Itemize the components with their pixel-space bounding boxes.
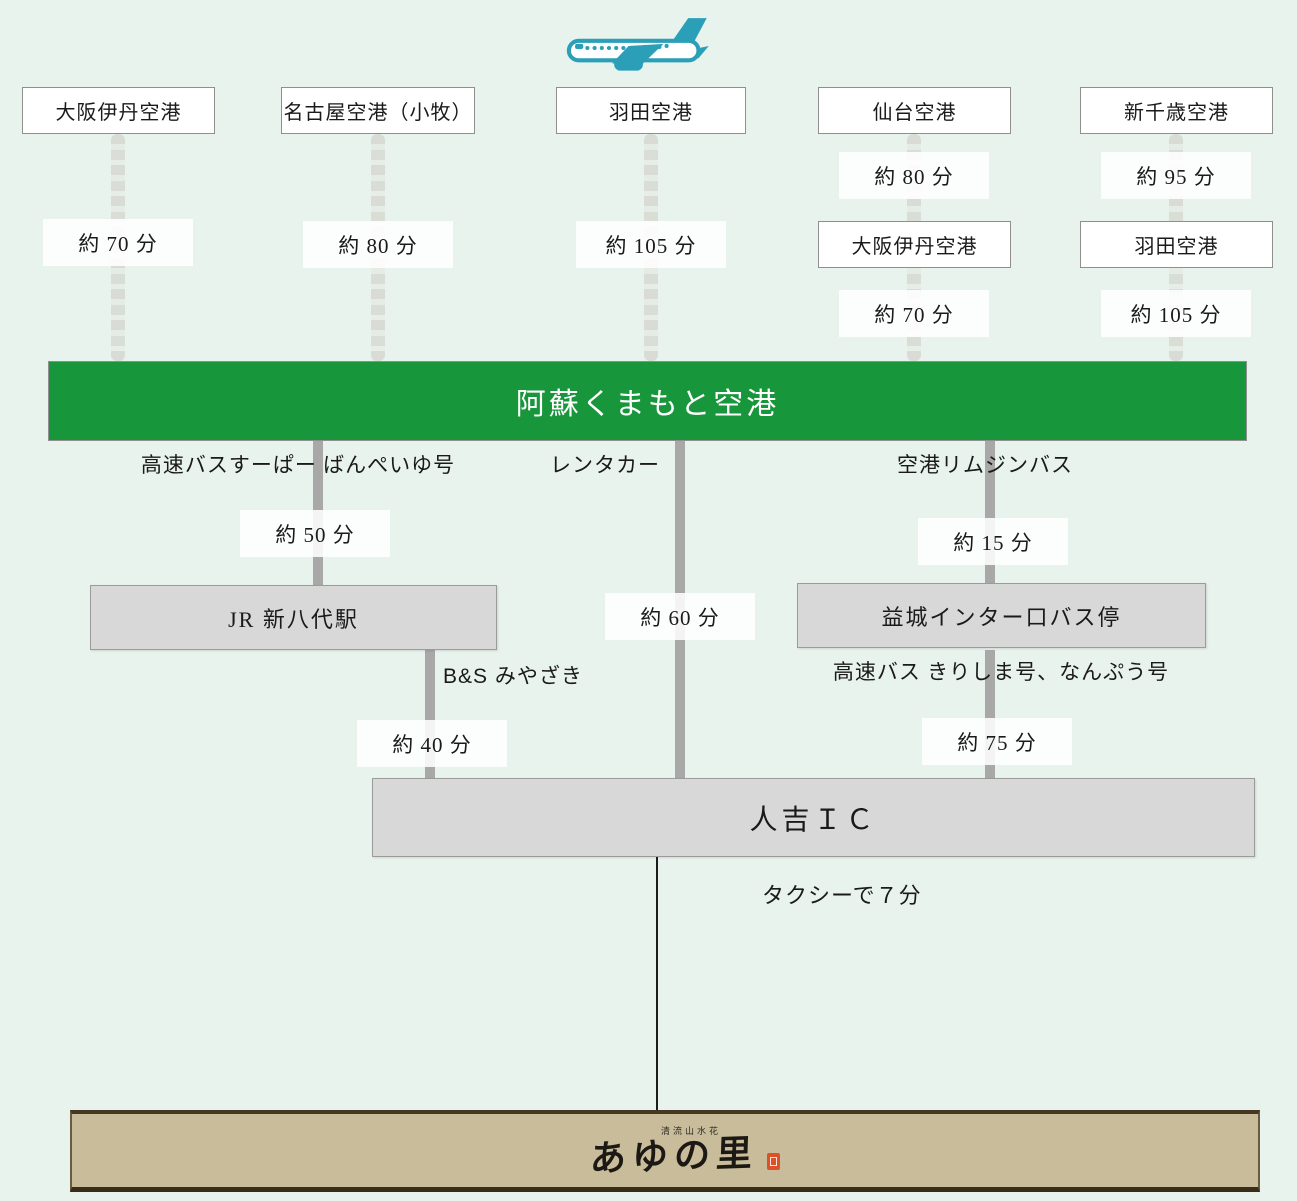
- airport-box-sendai: 仙台空港: [818, 87, 1011, 134]
- time-label: 約 105 分: [605, 233, 697, 258]
- time-label: 約 80 分: [338, 233, 418, 258]
- time-label: 約 70 分: [874, 302, 954, 327]
- route-label-banpeiyu: 高速バスすーぱー ばんぺいゆ号: [140, 449, 456, 479]
- route-name: 空港リムジンバス: [897, 453, 1073, 477]
- flight-time-nagoya: 約 80 分: [303, 221, 453, 268]
- leg-name: B&S みやざき: [443, 665, 583, 688]
- hub-airport-label: 阿蘇くまもと空港: [515, 388, 780, 421]
- airport-box-nagoya: 名古屋空港（小牧）: [281, 87, 475, 134]
- time-bus-banpeiyu: 約 50 分: [240, 510, 390, 557]
- airport-label: 名古屋空港（小牧）: [283, 102, 473, 124]
- leg-label-bs-miyazaki: B&S みやざき: [443, 660, 583, 690]
- flight-time-chitose-leg1: 約 95 分: [1101, 152, 1251, 199]
- airport-label: 羽田空港: [1134, 236, 1219, 258]
- airplane-icon: [560, 12, 730, 84]
- time-kirishima: 約 75 分: [922, 718, 1072, 765]
- time-label: 約 95 分: [1136, 164, 1216, 189]
- taxi-label: タクシーで７分: [762, 878, 922, 910]
- time-bs-miyazaki: 約 40 分: [357, 720, 507, 767]
- time-limousine: 約 15 分: [918, 518, 1068, 565]
- time-label: 約 75 分: [957, 730, 1037, 755]
- hub-airport-banner: 阿蘇くまもと空港: [48, 361, 1247, 441]
- airport-label: 仙台空港: [872, 102, 957, 124]
- destination-banner: 清流山水花 あゆの里: [70, 1110, 1260, 1192]
- stop-box-mashiki-inter: 益城インター口バス停: [797, 583, 1206, 648]
- airport-box-chitose: 新千歳空港: [1080, 87, 1273, 134]
- ryokan-tagline: 清流山水花: [660, 1126, 721, 1136]
- flight-time-sendai-leg2: 約 70 分: [839, 290, 989, 337]
- route-name: レンタカー: [550, 454, 660, 477]
- hanko-seal-icon: [766, 1153, 780, 1170]
- flight-time-haneda: 約 105 分: [576, 221, 726, 268]
- ryokan-name: あゆの里: [589, 1132, 760, 1180]
- time-label: 約 105 分: [1130, 302, 1222, 327]
- stop-box-shin-yatsushiro: JR 新八代駅: [90, 585, 497, 650]
- connector-line-kirishima: [985, 650, 995, 778]
- time-label: 約 50 分: [275, 522, 355, 547]
- time-rentacar: 約 60 分: [605, 593, 755, 640]
- airport-label: 新千歳空港: [1124, 102, 1229, 124]
- airport-label: 羽田空港: [609, 102, 693, 124]
- hitoyoshi-ic-box: 人吉ＩＣ: [372, 778, 1255, 857]
- route-label-limousine: 空港リムジンバス: [890, 449, 1080, 479]
- airport-label: 大阪伊丹空港: [851, 236, 978, 258]
- stop-label: 益城インター口バス停: [881, 604, 1122, 630]
- flight-time-sendai-leg1: 約 80 分: [839, 152, 989, 199]
- ic-label: 人吉ＩＣ: [749, 804, 878, 836]
- leg-label-kirishima: 高速バス きりしま号、なんぷう号: [790, 656, 1212, 686]
- connector-line-limousine: [985, 441, 995, 583]
- airport-box-haneda: 羽田空港: [556, 87, 746, 134]
- via-airport-box-haneda: 羽田空港: [1080, 221, 1273, 268]
- time-label: 約 60 分: [640, 605, 720, 630]
- time-label: 約 40 分: [392, 732, 472, 757]
- time-label: 約 15 分: [953, 530, 1033, 555]
- time-label: 約 80 分: [874, 164, 954, 189]
- airport-box-itami: 大阪伊丹空港: [22, 87, 215, 134]
- route-label-rentacar: レンタカー: [545, 449, 665, 479]
- leg-name: タクシーで７分: [762, 883, 922, 908]
- via-airport-box-itami: 大阪伊丹空港: [818, 221, 1011, 268]
- flight-time-itami: 約 70 分: [43, 219, 193, 266]
- connector-line-bs-miyazaki: [425, 650, 435, 778]
- flight-time-chitose-leg2: 約 105 分: [1101, 290, 1251, 337]
- connector-line-taxi: [656, 857, 658, 1110]
- leg-name: 高速バス きりしま号、なんぷう号: [832, 660, 1170, 684]
- time-label: 約 70 分: [78, 231, 158, 256]
- airport-label: 大阪伊丹空港: [55, 102, 182, 124]
- route-name: 高速バスすーぱー ばんぺいゆ号: [140, 453, 456, 477]
- stop-label: JR 新八代駅: [228, 606, 359, 632]
- ryokan-logo: 清流山水花 あゆの里: [589, 1126, 780, 1180]
